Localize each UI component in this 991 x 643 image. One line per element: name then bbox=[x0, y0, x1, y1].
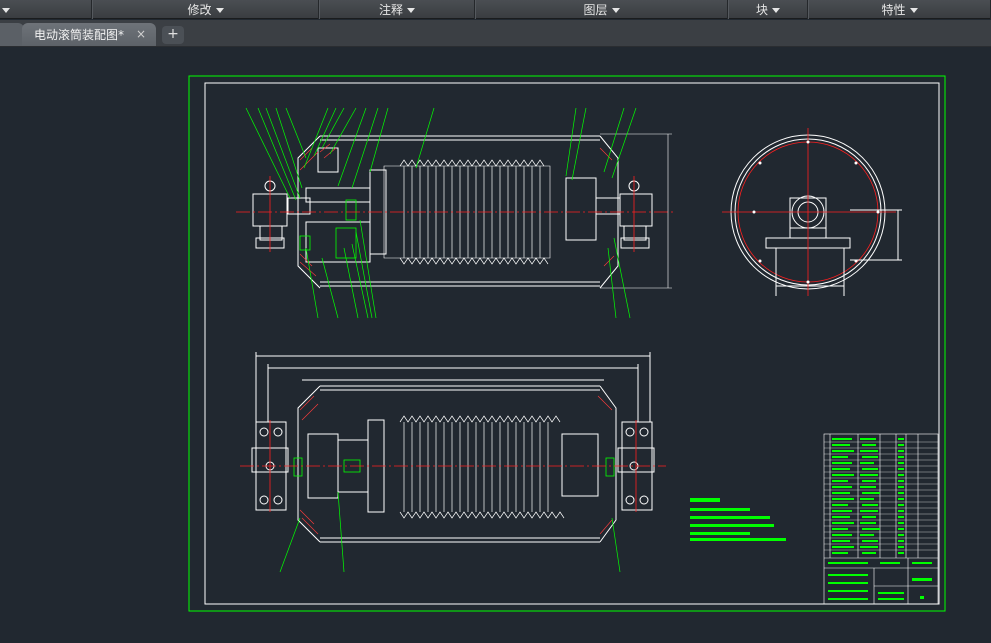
inner-border bbox=[204, 82, 940, 605]
side-bolt-marks bbox=[752, 140, 880, 284]
top-green-parts bbox=[299, 199, 357, 259]
ribbon-panel-annotation[interactable]: 注释 bbox=[319, 0, 475, 19]
top-center-lines bbox=[236, 176, 674, 252]
ribbon-panel-block[interactable]: 块 bbox=[728, 0, 808, 19]
technical-notes bbox=[690, 498, 786, 541]
ribbon-panel-left-edge[interactable] bbox=[0, 0, 92, 19]
ribbon-panel-properties[interactable]: 特性 bbox=[808, 0, 991, 19]
bottom-plan-view bbox=[251, 352, 655, 543]
bottom-hatching bbox=[299, 395, 613, 535]
ribbon-panel-label: 图层 bbox=[583, 3, 608, 17]
parts-list-text bbox=[828, 438, 932, 600]
top-hatching bbox=[299, 143, 615, 277]
bottom-center-lines bbox=[240, 420, 666, 512]
parts-list-rows bbox=[824, 441, 938, 551]
chevron-down-icon bbox=[215, 7, 224, 13]
tab-previous-file[interactable] bbox=[0, 23, 24, 46]
ribbon-panel-bar: 修改 注释 图层 块 特性 bbox=[0, 0, 991, 19]
ribbon-panel-label: 块 bbox=[755, 3, 768, 17]
ribbon-panel-modify[interactable]: 修改 bbox=[92, 0, 319, 19]
drawing-svg bbox=[188, 75, 946, 612]
ribbon-panel-layers[interactable]: 图层 bbox=[475, 0, 728, 19]
plus-icon[interactable]: + bbox=[162, 26, 184, 44]
chevron-down-icon bbox=[407, 7, 415, 13]
close-icon[interactable]: × bbox=[135, 27, 146, 41]
file-tab-bar: 电动滚筒装配图* × + bbox=[0, 20, 991, 47]
chevron-down-icon bbox=[611, 7, 620, 13]
side-center-lines bbox=[722, 128, 896, 296]
top-dimension bbox=[600, 133, 672, 289]
outer-border bbox=[188, 75, 946, 612]
chevron-down-icon bbox=[772, 7, 780, 13]
ribbon-panel-label: 特性 bbox=[881, 3, 906, 17]
bottom-green-parts bbox=[293, 457, 615, 477]
tab-active-drawing[interactable]: 电动滚筒装配图* × bbox=[22, 23, 156, 46]
ribbon-panel-label: 注释 bbox=[378, 3, 403, 17]
tab-label: 电动滚筒装配图* bbox=[34, 28, 125, 42]
chevron-down-icon bbox=[2, 8, 10, 13]
ribbon-panel-label: 修改 bbox=[187, 3, 212, 17]
bottom-leaders bbox=[279, 491, 621, 573]
bottom-bellows bbox=[399, 415, 565, 519]
top-leaders bbox=[245, 107, 637, 319]
drawing-canvas[interactable] bbox=[0, 48, 991, 643]
side-view bbox=[730, 134, 902, 296]
chevron-down-icon bbox=[909, 7, 918, 13]
